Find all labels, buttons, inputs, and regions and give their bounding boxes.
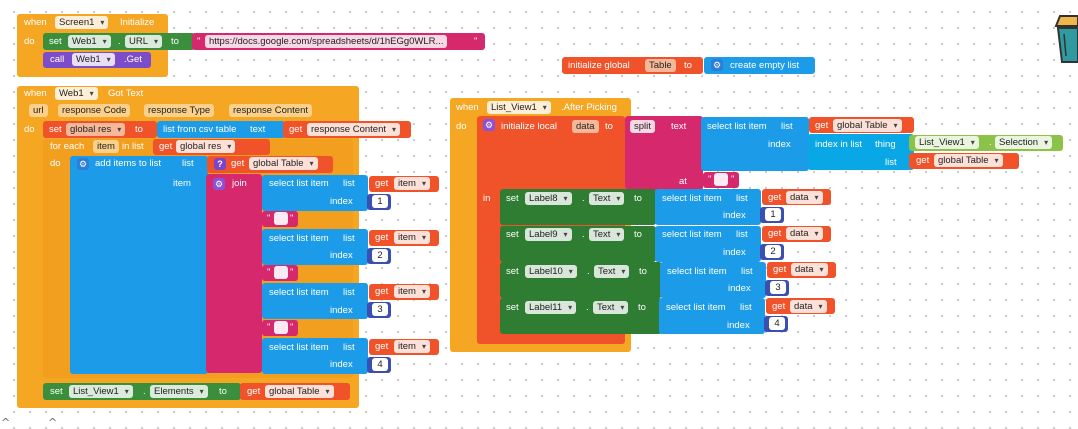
item-dropdown[interactable]: item	[394, 340, 430, 353]
separator-string[interactable]	[274, 321, 288, 334]
create-empty-list-block[interactable]	[704, 57, 815, 74]
index-number[interactable]: 2	[372, 249, 388, 262]
listview-component-dropdown[interactable]: List_View1	[69, 385, 133, 398]
elements-property-dropdown[interactable]: Elements	[150, 385, 208, 398]
index-number[interactable]: 3	[372, 303, 388, 316]
call-component-dropdown[interactable]: Web1	[72, 53, 115, 66]
param-response-type[interactable]: response Type	[144, 104, 215, 117]
chevron-up-icon[interactable]: ^	[1, 416, 11, 429]
separator-string[interactable]	[274, 266, 288, 279]
data-dropdown[interactable]: data	[786, 227, 823, 240]
event-name: Initialize	[120, 17, 155, 28]
select-list-item-block[interactable]	[655, 189, 761, 225]
text-property-dropdown[interactable]: Text	[589, 192, 625, 205]
create-empty-list-label: create empty list	[730, 60, 800, 71]
select-list-item-block[interactable]	[262, 175, 368, 211]
listview-component-dropdown[interactable]: List_View1	[487, 101, 551, 114]
split-dropdown[interactable]: split	[630, 120, 655, 133]
event-name: Got Text	[108, 88, 144, 99]
for-each-label: for each	[50, 141, 85, 152]
join-block[interactable]	[206, 174, 262, 373]
select-list-item-block[interactable]	[262, 229, 368, 265]
index-number[interactable]: 4	[372, 358, 388, 371]
global-table-dropdown[interactable]: global Table	[833, 119, 902, 132]
when-label: when	[456, 102, 479, 113]
selection-property-dropdown[interactable]: Selection	[995, 136, 1053, 149]
set-label-block[interactable]	[500, 226, 656, 262]
add-items-to-list-block[interactable]	[70, 156, 208, 374]
global-table-dropdown[interactable]: global Table	[249, 157, 318, 170]
response-content-dropdown[interactable]: response Content	[307, 123, 400, 136]
index-number[interactable]: 2	[765, 245, 781, 258]
data-dropdown[interactable]: data	[786, 191, 823, 204]
item-variable[interactable]: item	[93, 140, 119, 153]
data-dropdown[interactable]: data	[791, 263, 828, 276]
param-response-content[interactable]: response Content	[229, 104, 312, 117]
item-dropdown[interactable]: item	[394, 177, 430, 190]
initialize-global-label: initialize global	[568, 60, 630, 71]
select-list-item-block[interactable]	[262, 338, 368, 374]
text-property-dropdown[interactable]: Text	[593, 301, 629, 314]
at-string[interactable]	[714, 173, 728, 186]
screen-component-dropdown[interactable]: Screen1	[55, 16, 109, 29]
index-in-list-block[interactable]	[808, 134, 914, 170]
param-response-code[interactable]: response Code	[58, 104, 131, 117]
call-label: call	[50, 54, 65, 65]
data-dropdown[interactable]: data	[790, 300, 827, 313]
global-table-dropdown[interactable]: global Table	[265, 385, 334, 398]
gear-icon[interactable]: ⚙	[483, 119, 495, 131]
index-number[interactable]: 1	[372, 195, 388, 208]
web-component-dropdown[interactable]: Web1	[55, 87, 98, 100]
url-string-value[interactable]: https://docs.google.com/spreadsheets/d/1…	[205, 35, 448, 48]
do-label: do	[24, 124, 35, 135]
select-list-item-block[interactable]	[655, 226, 761, 262]
label-component-dropdown[interactable]: Label10	[525, 265, 577, 278]
global-name-field[interactable]: Table	[645, 59, 676, 72]
chevron-up-icon[interactable]: ^	[48, 416, 58, 429]
item-dropdown[interactable]: item	[394, 231, 430, 244]
list-from-csv-block[interactable]	[157, 121, 285, 138]
text-property-dropdown[interactable]: Text	[589, 228, 625, 241]
index-number[interactable]: 1	[765, 208, 781, 221]
label-component-dropdown[interactable]: Label9	[525, 228, 572, 241]
select-list-item-block[interactable]	[701, 117, 809, 171]
index-number[interactable]: 3	[770, 281, 786, 294]
select-list-item-block[interactable]	[659, 298, 765, 334]
when-label: when	[24, 88, 47, 99]
index-number[interactable]: 4	[769, 317, 785, 330]
select-list-item-block[interactable]	[660, 262, 766, 298]
global-table-dropdown[interactable]: global Table	[934, 154, 1003, 167]
trash-can-icon[interactable]	[1050, 12, 1078, 70]
gear-icon[interactable]: ⚙	[77, 158, 89, 170]
global-res-get-dropdown[interactable]: global res	[176, 140, 236, 153]
label-component-dropdown[interactable]: Label8	[525, 192, 572, 205]
gear-icon[interactable]: ⚙	[213, 178, 225, 190]
separator-string[interactable]	[274, 212, 288, 225]
global-res-dropdown[interactable]: global res	[66, 123, 126, 136]
help-icon[interactable]: ?	[214, 158, 226, 170]
local-var-name[interactable]: data	[572, 120, 599, 133]
event-name: .After Picking	[561, 102, 617, 113]
listview-component-dropdown[interactable]: List_View1	[915, 136, 979, 149]
when-label: when	[24, 17, 47, 28]
get-method-label: .Get	[124, 54, 142, 65]
param-url[interactable]: url	[29, 104, 48, 117]
select-list-item-block[interactable]	[262, 283, 368, 319]
set-label: set	[49, 36, 62, 47]
do-label: do	[24, 36, 35, 47]
do-label: do	[456, 121, 467, 132]
url-property-dropdown[interactable]: URL	[125, 35, 163, 48]
text-property-dropdown[interactable]: Text	[594, 265, 630, 278]
web-component-dropdown[interactable]: Web1	[68, 35, 111, 48]
label-component-dropdown[interactable]: Label11	[525, 301, 577, 314]
gear-icon[interactable]: ⚙	[711, 59, 723, 71]
set-label-block[interactable]	[500, 189, 656, 225]
item-dropdown[interactable]: item	[394, 285, 430, 298]
